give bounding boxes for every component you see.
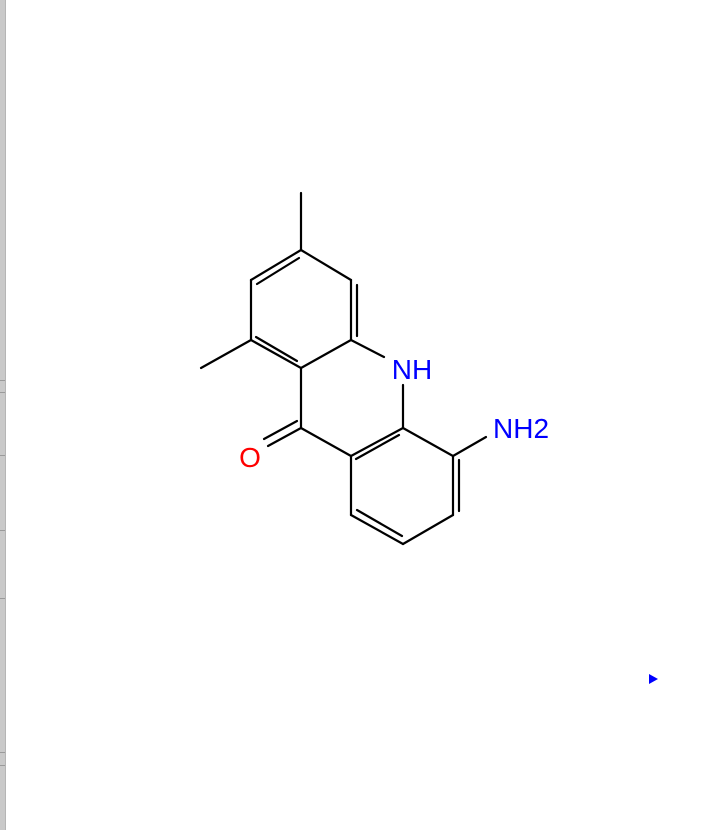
panel-divider (0, 752, 5, 753)
bond-carbonyl (266, 426, 303, 448)
bond (401, 513, 455, 546)
panel-divider (0, 380, 5, 381)
bond (299, 248, 353, 282)
bond-inner (355, 508, 404, 538)
bond (349, 338, 386, 359)
structure-drawing: NH NH2 O (199, 191, 549, 546)
panel-divider (0, 455, 5, 456)
bond-carbonyl (262, 419, 299, 441)
bond-inner (255, 256, 301, 286)
bond-inner (354, 433, 401, 461)
atom-label-oxygen: O (239, 442, 261, 473)
panel-divider (0, 392, 5, 393)
bond (349, 426, 405, 458)
left-panel-edge (0, 0, 6, 830)
bond (349, 513, 405, 546)
bond (299, 338, 353, 370)
bond-amine (451, 435, 488, 458)
bond-group (199, 191, 488, 546)
play-triangle-icon[interactable] (649, 674, 658, 684)
atom-label-nh2: NH2 (493, 413, 549, 444)
panel-divider (0, 598, 5, 599)
atom-label-nh: NH (392, 354, 432, 385)
bond-inner (254, 335, 299, 363)
panel-divider (0, 530, 5, 531)
bond (249, 248, 303, 282)
bond (249, 338, 303, 370)
panel-divider (0, 765, 5, 766)
bond (401, 426, 455, 458)
molecule-viewer: NH NH2 O (6, 0, 719, 830)
bond (299, 426, 353, 458)
bond-methyl (199, 338, 253, 370)
